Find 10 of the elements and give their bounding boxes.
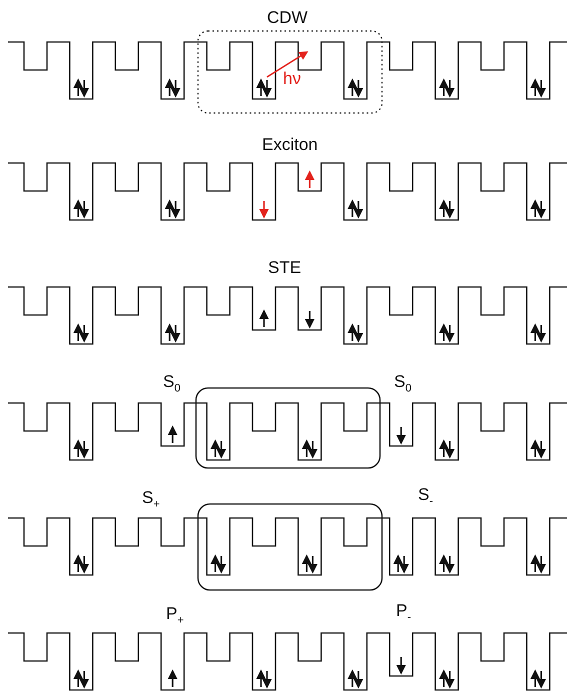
state-label: S$_{-}$ (418, 486, 434, 508)
photon-label: hν (283, 70, 301, 87)
state-label: S$_{0}$ (394, 373, 412, 394)
state-label: P$_{+}$ (166, 605, 184, 626)
state-label: S$_{+}$ (142, 489, 160, 510)
panel-title: CDW (267, 9, 308, 26)
state-label: P$_{-}$ (396, 602, 412, 624)
state-label: S$_{0}$ (163, 373, 180, 394)
panel-title: STE (268, 259, 302, 276)
panel-title: Exciton (262, 136, 318, 153)
